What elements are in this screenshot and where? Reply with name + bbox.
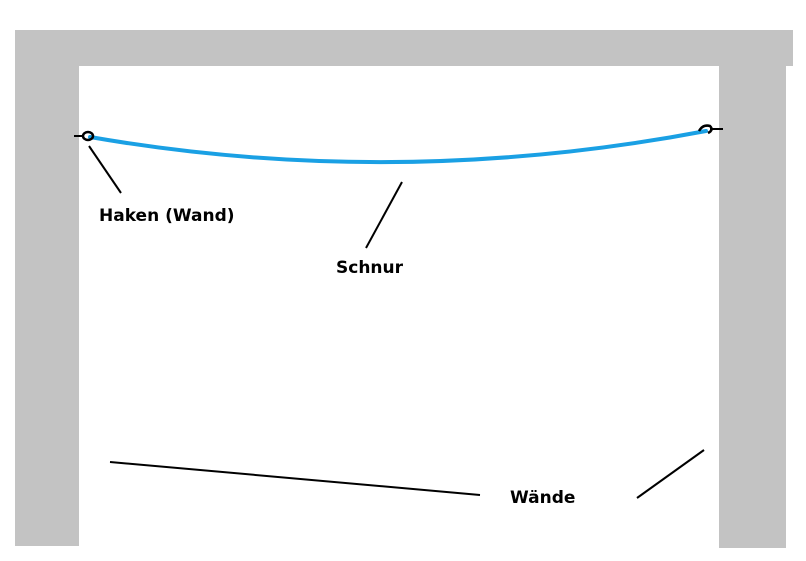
cord-line <box>88 129 708 165</box>
cord-pointer-line <box>365 181 403 249</box>
wall-pointer-line-left <box>109 461 481 496</box>
top-beam <box>15 30 793 66</box>
hook-pointer-line <box>88 145 122 194</box>
hook-label: Haken (Wand) <box>99 206 235 226</box>
hook-left-icon <box>74 130 95 142</box>
right-wall <box>719 30 786 548</box>
hook-right-icon <box>697 124 723 135</box>
wall-pointer-line-right <box>636 449 705 499</box>
left-wall <box>15 30 79 546</box>
walls-label: Wände <box>510 488 576 508</box>
cord-label: Schnur <box>336 258 404 278</box>
